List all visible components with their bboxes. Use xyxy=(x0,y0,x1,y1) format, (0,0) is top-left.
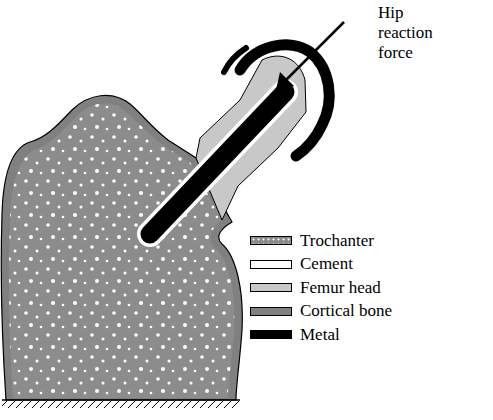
legend-text: Femur head xyxy=(300,278,381,298)
legend-swatch xyxy=(250,307,292,316)
metal-cup xyxy=(240,45,329,156)
cement xyxy=(150,92,285,234)
metal-stem xyxy=(150,92,285,234)
arrow-head xyxy=(276,72,294,90)
legend-swatch xyxy=(250,236,292,245)
ground-line xyxy=(2,399,240,401)
legend-row: Trochanter xyxy=(250,229,392,253)
force-label: Hip reaction force xyxy=(378,3,458,63)
force-arrow xyxy=(283,22,344,83)
ground-hatch xyxy=(2,401,240,408)
legend-swatch xyxy=(250,260,292,269)
legend: TrochanterCementFemur headCortical boneM… xyxy=(250,229,392,347)
legend-text: Trochanter xyxy=(300,231,374,251)
legend-row: Cortical bone xyxy=(250,300,392,324)
legend-text: Cement xyxy=(300,254,353,274)
metal-cup xyxy=(224,48,246,72)
legend-row: Femur head xyxy=(250,276,392,300)
legend-row: Metal xyxy=(250,323,392,347)
legend-swatch xyxy=(250,330,292,339)
legend-swatch xyxy=(250,283,292,292)
legend-text: Metal xyxy=(300,325,340,345)
legend-row: Cement xyxy=(250,253,392,277)
legend-text: Cortical bone xyxy=(300,301,392,321)
